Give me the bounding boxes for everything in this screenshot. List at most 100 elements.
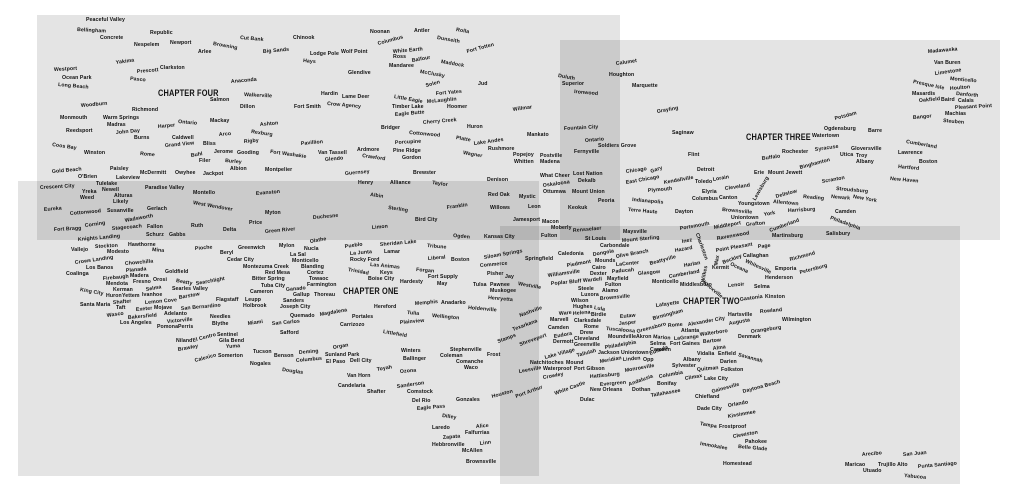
place-label: Gila Bend	[219, 338, 245, 344]
place-label: Salisbury	[826, 231, 851, 237]
place-label: Madera	[130, 273, 149, 279]
place-label: Blanding	[301, 264, 324, 270]
place-label: Willows	[490, 205, 510, 211]
place-label: Martinsburg	[772, 233, 804, 239]
place-label: Birdie	[591, 312, 607, 318]
place-label: Henry	[358, 180, 374, 186]
place-label: Selma	[650, 341, 666, 347]
place-label: Tulsa	[473, 282, 487, 288]
place-label: Fort Smith	[294, 104, 321, 110]
place-label: Flagstaff	[216, 297, 239, 303]
place-label: Concrete	[100, 35, 124, 41]
place-label: Canton	[719, 195, 738, 201]
place-label: Likely	[113, 199, 129, 205]
place-label: Nespelem	[134, 42, 160, 48]
place-label: Winston	[84, 150, 106, 156]
place-label: Gerlach	[147, 206, 168, 212]
place-label: Anadarko	[441, 300, 466, 306]
place-label: Ballinger	[403, 356, 427, 362]
place-label: Hartsville	[728, 312, 753, 318]
place-label: Cedar City	[227, 257, 254, 263]
place-label: Bridger	[381, 125, 401, 131]
place-label: Lake City	[704, 376, 728, 382]
place-label: Mandaree	[389, 63, 415, 69]
place-label: Timber Lake	[392, 104, 424, 110]
place-label: Bliss	[203, 141, 216, 147]
place-label: Arco	[218, 130, 232, 138]
place-label: Mound	[566, 360, 584, 366]
place-label: Sentinel	[217, 332, 238, 338]
place-label: Hebbronville	[432, 442, 465, 448]
place-label: Gonzales	[456, 397, 480, 403]
place-label: Gordon	[402, 155, 422, 161]
place-label: Caldwell	[172, 135, 194, 141]
place-label: Darien	[720, 359, 737, 365]
place-label: Elyria	[702, 189, 717, 195]
place-label: Perris	[178, 324, 194, 330]
place-label: Detroit	[697, 167, 715, 173]
place-label: Wilmington	[782, 317, 812, 323]
place-label: Candelaria	[338, 383, 366, 389]
place-label: Akron	[636, 334, 652, 340]
place-label: Yettem	[122, 293, 140, 299]
place-label: Frostproof	[719, 424, 747, 430]
place-label: Muskogee	[490, 288, 517, 294]
place-label: Lodge Pole	[310, 51, 339, 57]
place-label: Chinook	[293, 35, 315, 41]
place-label: Tulelake	[96, 181, 118, 187]
place-label: Huron	[106, 293, 122, 299]
place-label: Saginaw	[672, 130, 694, 136]
place-label: Dulac	[580, 397, 595, 403]
place-label: Fulton	[541, 233, 558, 239]
place-label: Callaghan	[743, 253, 769, 259]
place-label: Searles Valley	[172, 286, 209, 292]
place-label: Alturas	[114, 193, 133, 199]
place-label: Baird	[941, 97, 955, 103]
place-label: Quemado	[290, 313, 315, 319]
region-chapter-three	[560, 40, 1000, 240]
place-label: Schurz	[146, 232, 164, 238]
place-label: Marquette	[632, 83, 658, 89]
place-label: Vallejo	[71, 247, 89, 253]
place-label: Flint	[688, 152, 700, 158]
place-label: Macon	[542, 219, 559, 225]
place-label: Del Rio	[412, 398, 431, 404]
place-label: Newport	[170, 40, 192, 46]
place-label: Mount Jewett	[768, 170, 803, 176]
place-label: Bonifay	[657, 381, 677, 387]
place-label: Peaceful Valley	[86, 17, 125, 23]
place-label: Chiefland	[695, 394, 720, 400]
place-label: Dexter	[590, 271, 607, 277]
place-label: Van Horn	[347, 373, 371, 379]
place-label: Boston	[451, 257, 470, 263]
place-label: Albion	[230, 166, 247, 172]
place-label: Winters	[401, 348, 421, 354]
place-label: Albany	[683, 357, 701, 363]
place-label: Paisley	[110, 166, 129, 172]
place-label: Mystic	[519, 194, 536, 200]
place-label: Albany	[856, 159, 874, 165]
place-label: Kerman	[113, 287, 133, 293]
place-label: Popejoy	[513, 152, 534, 158]
place-label: Arlee	[198, 49, 212, 55]
place-label: Natchitoches	[530, 360, 564, 366]
place-label: Lawrence	[898, 150, 923, 156]
place-label: Lost Nation	[573, 171, 603, 177]
place-label: Cameron	[250, 289, 274, 295]
place-label: Emporia	[775, 266, 797, 272]
place-label: Hereford	[374, 304, 397, 310]
place-label: Ruth	[191, 223, 204, 229]
place-label: Mankato	[527, 132, 549, 138]
chapter-one-title: CHAPTER ONE	[343, 286, 399, 296]
place-label: Toledo	[695, 179, 713, 185]
place-label: Mounds	[595, 258, 616, 264]
place-label: Ware	[558, 309, 573, 317]
place-label: Mendota	[106, 281, 129, 287]
place-label: Yuma	[225, 343, 241, 350]
place-label: Greenville	[574, 342, 601, 348]
place-label: Vidalia	[697, 351, 715, 357]
place-label: Taft	[116, 305, 126, 311]
place-label: Coleman	[440, 353, 463, 359]
place-label: Warm Springs	[103, 115, 140, 121]
chapter-two-title: CHAPTER TWO	[683, 296, 740, 306]
